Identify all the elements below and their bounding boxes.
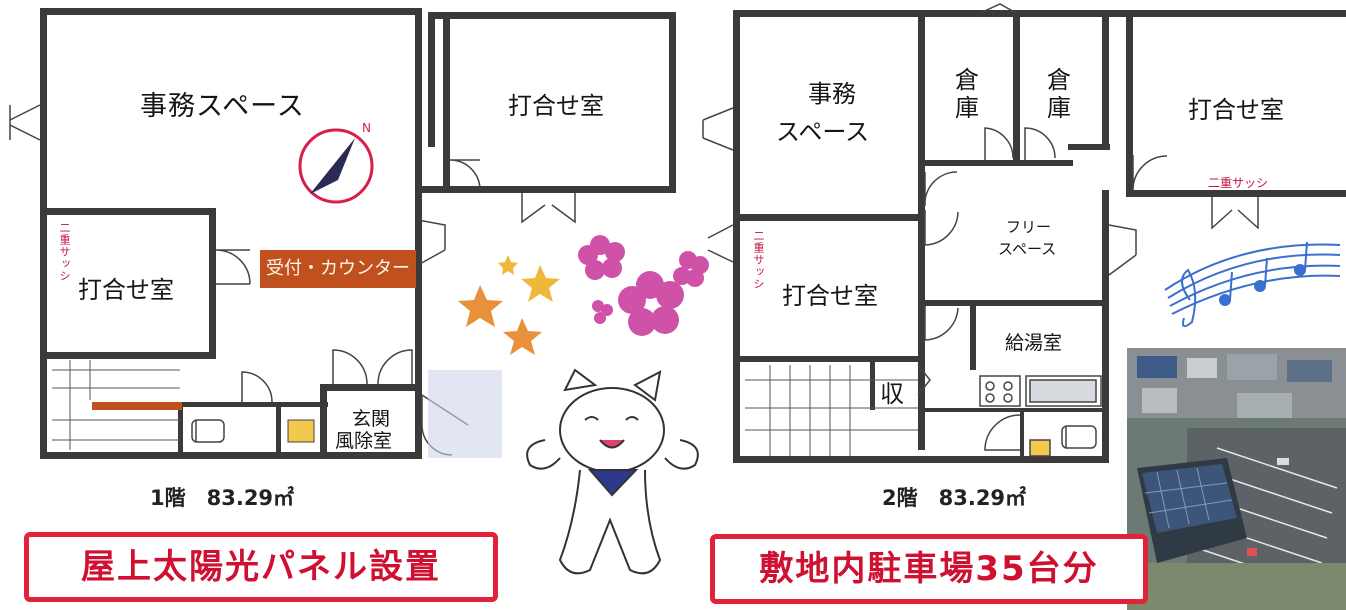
compass-icon: N: [298, 121, 374, 204]
f2-double-sash-top-label: 二重サッシ: [1208, 176, 1269, 190]
f1-area-label: 1階 83.29㎡: [150, 486, 295, 510]
sink-icon: [287, 419, 315, 443]
f1-wall: [40, 8, 422, 15]
f1-wall: [276, 402, 281, 458]
f1-meeting-room-label: 打合せ室: [508, 92, 604, 120]
f2-wall: [918, 10, 925, 450]
f2-wall: [1126, 190, 1346, 197]
f1-door-icon: [9, 104, 576, 456]
f2-storage1-line2: 庫: [955, 94, 979, 122]
f2-wall: [1068, 144, 1110, 150]
f1-wall: [40, 452, 422, 459]
f2-toilet-icon: [1029, 425, 1097, 457]
f2-wall: [733, 10, 1346, 17]
f1-small-meeting-room-label: 打合せ室: [78, 276, 174, 304]
reception-counter: 受付・カウンター: [260, 250, 416, 288]
f1-wall: [40, 352, 216, 359]
f1-entrance-line2: 風除室: [335, 430, 393, 452]
f1-wall: [40, 208, 216, 215]
f2-storage1-line1: 倉: [955, 66, 979, 94]
f1-wall: [178, 402, 183, 458]
f1-wall: [320, 384, 327, 458]
star-decoration-icon: [458, 255, 560, 355]
flower-decoration-icon: [578, 235, 709, 336]
f2-wall: [1013, 10, 1020, 162]
f1-wall: [178, 402, 328, 407]
f2-wall: [1126, 10, 1133, 192]
kitchen-sink-icon: [979, 375, 1102, 407]
parking-banner: 敷地内駐車場35台分: [710, 534, 1148, 604]
f1-wall: [320, 384, 420, 391]
toilet-icon: [191, 419, 225, 443]
solar-panel-banner: 屋上太陽光パネル設置: [24, 532, 498, 602]
f1-stair-rail: [92, 402, 182, 410]
f2-office-line1: 事務: [808, 80, 856, 108]
f1-office-space-label: 事務スペース: [140, 91, 305, 122]
f2-wall: [870, 360, 875, 410]
f2-wall: [1102, 10, 1109, 150]
f1-entrance-floor: [428, 370, 502, 458]
f1-wall: [443, 12, 450, 192]
f2-office-line2: スペース: [776, 118, 870, 146]
f2-storage2-line2: 庫: [1047, 94, 1071, 122]
f1-wall: [40, 8, 47, 458]
f2-small-meeting-room-label: 打合せ室: [782, 282, 878, 310]
f2-free-space-line2: スペース: [998, 240, 1057, 258]
cat-mascot-icon: [526, 368, 699, 575]
f2-wall: [918, 300, 1108, 306]
f1-wall: [669, 12, 676, 192]
f2-wall: [970, 300, 976, 370]
aerial-photo: [1127, 348, 1346, 610]
f1-double-sash-label: 二重サッシ: [58, 222, 71, 282]
f2-wall: [1102, 190, 1109, 462]
f2-wall: [733, 10, 740, 462]
f2-wall: [733, 456, 1109, 463]
f1-stairs: [52, 360, 180, 450]
svg-text:N: N: [362, 121, 371, 135]
f1-wall: [209, 208, 216, 353]
f2-area-label: 2階 83.29㎡: [882, 486, 1027, 510]
f1-entrance-line1: 玄関: [352, 408, 391, 430]
f2-door-icon: [702, 3, 1259, 451]
f2-double-sash-left-label: 二重サッシ: [752, 230, 765, 290]
f2-free-space-line1: フリー: [1006, 218, 1052, 236]
f1-wall: [415, 186, 676, 193]
f2-stairs: [745, 365, 918, 456]
f2-kitchenette-label: 給湯室: [1005, 332, 1063, 354]
f1-wall: [428, 12, 435, 147]
f2-wall: [918, 408, 1108, 412]
f2-meeting-room-label: 打合せ室: [1188, 96, 1284, 124]
f2-closet-label: 収: [880, 380, 904, 408]
f2-storage2-line1: 倉: [1047, 66, 1071, 94]
music-notes-icon: [1164, 241, 1341, 328]
f1-wall: [428, 12, 676, 19]
f2-wall: [1020, 408, 1024, 462]
f1-wall: [415, 8, 422, 188]
f2-wall: [733, 214, 923, 221]
f2-wall: [918, 160, 1073, 166]
f2-wall: [733, 356, 923, 362]
f1-wall: [415, 186, 422, 458]
aerial-photo-image: [1127, 348, 1346, 610]
